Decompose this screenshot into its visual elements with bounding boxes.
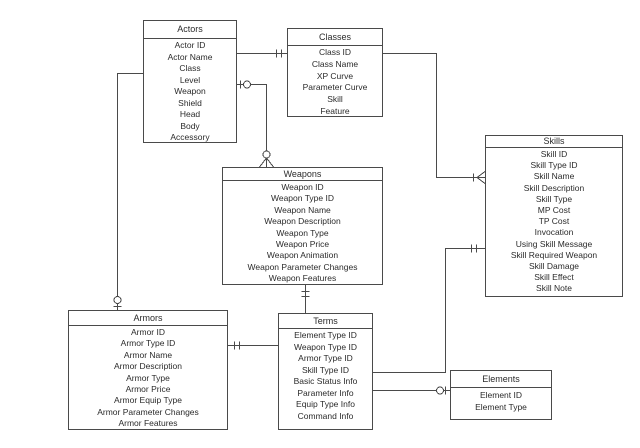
entity-attribute: MP Cost [537, 205, 571, 216]
entity-terms-title: Terms [279, 314, 372, 329]
entity-attribute: Skill Type ID [530, 160, 578, 171]
entity-elements: Elements Element ID Element Type [450, 370, 552, 420]
relationship-line [383, 53, 477, 178]
entity-attribute: Command Info [297, 410, 354, 421]
entity-attribute: Element Type ID [294, 330, 357, 340]
one-and-only-one-ticks [234, 341, 240, 350]
relationship-actors-weapons [237, 80, 274, 168]
entity-elements-attributes: Element ID Element Type [451, 388, 551, 413]
entity-attribute: Skill Description [523, 182, 585, 193]
entity-armors-title: Armors [69, 311, 227, 326]
zero-circle [113, 296, 122, 304]
entity-attribute: Parameter Curve [302, 82, 368, 93]
zero-circle [436, 386, 444, 395]
entity-attribute: Shield [178, 97, 202, 108]
entity-attribute: Invocation [534, 227, 574, 238]
entity-attribute: Element ID [479, 390, 523, 400]
zero-circle [243, 80, 251, 89]
relationship-line [237, 84, 267, 151]
entity-attribute: Weapon Parameter Changes [247, 261, 358, 272]
relationship-line [373, 248, 485, 373]
entity-attribute: Feature [320, 105, 350, 116]
entity-attribute: Skill Name [533, 171, 575, 182]
one-and-only-one-ticks [301, 291, 310, 297]
entity-weapons-title: Weapons [223, 168, 382, 181]
zero-circle [262, 150, 271, 159]
entity-attribute: Weapon Features [268, 273, 337, 284]
entity-attribute: Skill Type [535, 193, 573, 204]
entity-attribute: Weapon Animation [266, 250, 339, 261]
entity-attribute: Weapon Price [275, 239, 330, 250]
relationship-line [117, 73, 143, 310]
entity-attribute: Actor Name [167, 51, 213, 62]
entity-attribute: Weapon Name [274, 204, 331, 215]
entity-attribute: Weapon Type ID [293, 341, 357, 352]
entity-attribute: Level [179, 74, 201, 85]
entity-attribute: Equip Type Info [296, 399, 355, 409]
entity-attribute: XP Curve [316, 70, 354, 81]
entity-skills-title: Skills [486, 136, 622, 148]
entity-attribute: Armor Type ID [298, 353, 353, 363]
entity-attribute: Using Skill Message [515, 238, 593, 249]
entity-attribute: Skill Required Weapon [510, 249, 598, 260]
one-and-only-one-ticks [276, 49, 282, 58]
entity-attribute: Skill [327, 94, 343, 105]
entity-attribute: Skill Note [536, 283, 572, 294]
entity-attribute: Weapon ID [281, 182, 324, 192]
entity-attribute: Armor Type ID [120, 338, 176, 349]
entity-attribute: Armor Name [123, 349, 173, 360]
entity-attribute: Head [179, 109, 201, 119]
relationship-actors-armors [113, 73, 143, 310]
entity-attribute: Body [180, 120, 200, 131]
relationship-terms-skills [373, 244, 485, 373]
entity-attribute: Actor ID [174, 40, 206, 50]
entity-attribute: Skill Type ID [301, 364, 350, 375]
entity-attribute: Armor Features [118, 418, 178, 429]
entity-elements-title: Elements [451, 371, 551, 388]
entity-attribute: Armor ID [131, 327, 165, 337]
entity-attribute: TP Cost [538, 216, 570, 227]
relationship-armors-terms [228, 341, 278, 350]
entity-attribute: Armor Equip Type [114, 395, 182, 406]
entity-attribute: Skill Damage [528, 261, 580, 272]
entity-attribute: Armor Price [125, 384, 171, 395]
entity-attribute: Class ID [318, 47, 352, 57]
relationship-classes-skills [383, 53, 486, 184]
entity-attribute: Armor Type [126, 372, 170, 383]
entity-attribute: Armor Description [113, 361, 183, 372]
crow-foot [259, 157, 274, 168]
relationship-actors-classes [237, 49, 287, 58]
entity-attribute: Weapon [174, 86, 206, 96]
entity-attribute: Armor Parameter Changes [97, 406, 199, 417]
entity-attribute: Class [179, 63, 201, 73]
entity-attribute: Skill Effect [534, 272, 574, 283]
relationship-terms-elements [373, 386, 450, 395]
entity-attribute: Element Type [475, 402, 527, 412]
entity-attribute: Class Name [311, 58, 359, 69]
entity-attribute: Basic Status Info [293, 376, 358, 386]
entity-attribute: Accessory [170, 132, 210, 142]
entity-attribute: Skill ID [540, 149, 568, 159]
crow-foot [476, 171, 486, 184]
entity-actors-title: Actors [144, 21, 236, 39]
entity-attribute: Weapon Type ID [270, 193, 334, 204]
entity-attribute: Weapon Description [264, 216, 341, 227]
entity-attribute: Weapon Type [276, 227, 329, 238]
entity-attribute: Parameter Info [297, 387, 354, 398]
one-and-only-one-ticks [471, 244, 477, 253]
entity-classes-title: Classes [288, 29, 382, 46]
relationship-weapons-terms [301, 285, 310, 313]
